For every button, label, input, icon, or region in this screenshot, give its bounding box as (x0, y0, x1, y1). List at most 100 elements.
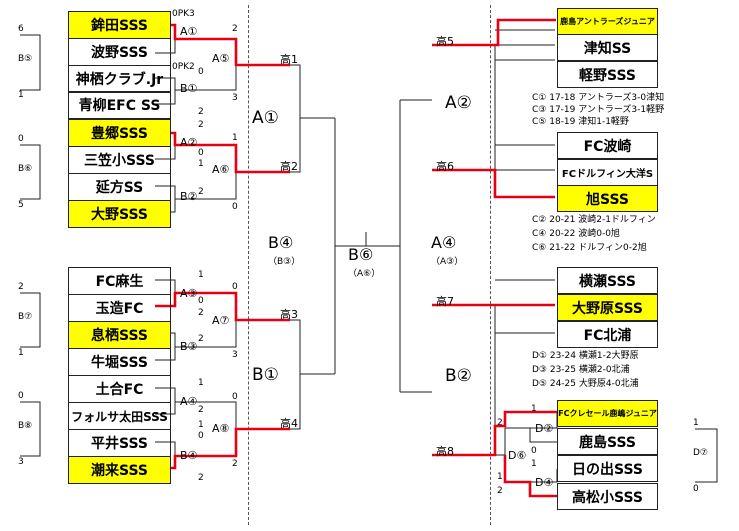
side-score-bottom: 5 (18, 200, 24, 210)
team-box: フォルサ太田SSS (68, 402, 171, 430)
team-box: 平井SSS (68, 429, 171, 457)
side-score-top: 1 (693, 418, 699, 428)
match-a2: A② (180, 136, 198, 149)
side-label: D⑦ (693, 448, 708, 458)
team-box: FCドルフィン大洋S (557, 159, 658, 186)
score: 2 (198, 107, 204, 117)
team-box: 玉造FC (68, 294, 171, 322)
team-box: 三笠小SSS (68, 146, 171, 174)
team-box: FC北浦 (557, 321, 658, 348)
hi7-label: 高7 (436, 295, 454, 308)
team-box: 軽野SSS (557, 61, 658, 88)
team-box: 青柳EFC SS (68, 91, 171, 119)
score: 1 (198, 270, 204, 280)
score: 2 (198, 187, 204, 197)
score: 1 (198, 378, 204, 388)
team-box: 日の出SSS (557, 455, 658, 482)
match-b1-small: B① (180, 82, 198, 95)
right-divider (490, 5, 491, 525)
score: 3 (232, 350, 238, 360)
team-box: 高松小SSS (557, 483, 658, 510)
score: 0 (198, 431, 204, 441)
side-score-bottom: 3 (18, 457, 24, 467)
match-d4: D④ (535, 476, 554, 489)
team-box: 牛堀SSS (68, 348, 171, 376)
score: 2 (497, 486, 503, 496)
round-a4-sub: （A③） (431, 257, 464, 267)
score: 0 (198, 296, 204, 306)
side-label: B⑥ (18, 164, 33, 174)
team-box: FCクレセール鹿嶋ジュニア (557, 400, 658, 427)
score: 1 (198, 159, 204, 169)
hi3-label: 高3 (280, 308, 298, 321)
score-pk2: 0PK2 (172, 62, 195, 72)
result-c4: C④ 20-22 波崎0-0旭 (532, 229, 620, 239)
result-d1: D① 23-24 横瀬1-2大野原 (532, 351, 639, 361)
team-box: FC波崎 (557, 132, 658, 159)
match-a7: A⑦ (212, 314, 230, 327)
round-b2: B② (445, 366, 472, 386)
result-c5: C⑤ 18-19 津知1-1軽野 (532, 117, 629, 127)
score: 1 (198, 420, 204, 430)
match-a1: A① (180, 25, 198, 38)
team-box: 津知SS (557, 34, 658, 61)
score: 2 (232, 459, 238, 469)
match-a5: A⑤ (212, 52, 230, 65)
score: 2 (198, 308, 204, 318)
team-box: 波野SSS (68, 38, 171, 66)
team-box: 大野SSS (68, 200, 171, 228)
score: 2 (198, 334, 204, 344)
match-a6: A⑥ (212, 163, 230, 176)
score: 1 (531, 459, 537, 469)
side-label: B⑤ (18, 54, 33, 64)
team-box: 鹿島SSS (557, 428, 658, 455)
score: 2 (497, 418, 503, 428)
team-box: 横瀬SSS (557, 267, 658, 294)
result-c3: C③ 17-19 アントラーズ3-1軽野 (532, 105, 665, 115)
round-b4: B④ (268, 233, 294, 252)
hi5-label: 高5 (436, 35, 454, 48)
team-box: 延方SS (68, 173, 171, 201)
score-pk3: 0PK3 (172, 9, 195, 19)
hi1-label: 高1 (280, 53, 298, 66)
result-c6: C⑥ 21-22 ドルフィン0-2旭 (532, 243, 647, 253)
score: 0 (232, 282, 238, 292)
team-box: 鉾田SSS (68, 11, 171, 39)
score: 1 (232, 133, 238, 143)
score: 3 (232, 93, 238, 103)
score: 0 (531, 446, 537, 456)
match-b4-small: B④ (180, 449, 198, 462)
score: 2 (198, 120, 204, 130)
round-b6-sub: （A⑥） (348, 269, 381, 279)
side-label: B⑧ (18, 421, 33, 431)
side-score-top: 0 (18, 391, 24, 401)
match-b2-small: B② (180, 190, 198, 203)
round-b4-sub: （B③） (268, 257, 301, 267)
score: 0 (198, 67, 204, 77)
result-c2: C② 20-21 波崎2-1ドルフィン (532, 215, 656, 225)
team-box: 旭SSS (557, 185, 658, 212)
hi2-label: 高2 (280, 160, 298, 173)
score: 0 (198, 148, 204, 158)
result-d3: D③ 23-25 横瀬2-0北浦 (532, 365, 630, 375)
match-a3: A③ (180, 287, 198, 300)
match-a8: A⑧ (212, 422, 230, 435)
team-box: FC麻生 (68, 267, 171, 295)
round-a4: A④ (431, 233, 457, 252)
team-box: 潮来SSS (68, 456, 171, 484)
round-b6: B⑥ (348, 245, 374, 264)
score: 2 (232, 24, 238, 34)
side-score-bottom: 1 (18, 348, 24, 358)
team-box: 豊郷SSS (68, 119, 171, 147)
match-a4: A④ (180, 395, 198, 408)
side-score-top: 0 (18, 134, 24, 144)
side-score-top: 6 (18, 24, 24, 34)
score: 1 (531, 404, 537, 414)
score: 2 (198, 405, 204, 415)
side-score-top: 2 (18, 282, 24, 292)
hi8-label: 高8 (436, 445, 454, 458)
team-box: 息栖SSS (68, 321, 171, 349)
team-box: 土合FC (68, 375, 171, 403)
round-a1: A① (252, 108, 279, 128)
round-b1: B① (252, 365, 279, 385)
